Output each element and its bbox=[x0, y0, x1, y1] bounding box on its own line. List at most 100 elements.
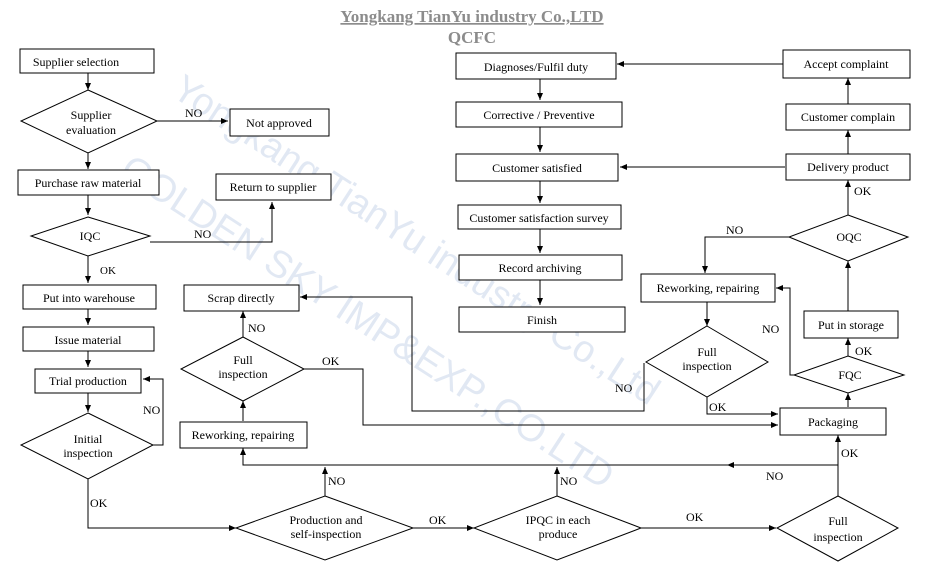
edge-initial-trial-no bbox=[143, 376, 164, 446]
node-not-approved-label: Not approved bbox=[246, 116, 312, 130]
label-eval-no: NO bbox=[185, 106, 203, 120]
page-subtitle: QCFC bbox=[448, 28, 496, 47]
node-diagnoses-label: Diagnoses/Fulfil duty bbox=[484, 60, 588, 74]
label-oqc-no: NO bbox=[726, 223, 744, 237]
node-return-to-supplier-label: Return to supplier bbox=[230, 180, 317, 194]
label-fqc-no: NO bbox=[762, 322, 780, 336]
label-iqc-ok: OK bbox=[100, 265, 116, 277]
node-production-self-label-2: self-inspection bbox=[291, 527, 362, 541]
node-satisfaction-survey-label: Customer satisfaction survey bbox=[469, 211, 608, 225]
node-return-to-supplier bbox=[215, 173, 332, 201]
node-full-inspection-bottom bbox=[775, 495, 900, 562]
node-ipqc bbox=[472, 495, 643, 561]
edge-initial-production-ok bbox=[87, 479, 236, 531]
edges bbox=[85, 61, 851, 531]
node-customer-complain-label: Customer complain bbox=[801, 110, 895, 124]
label-full-bottom-ok: OK bbox=[841, 446, 859, 460]
label-full-bottom-no: NO bbox=[766, 469, 784, 483]
node-accept-complaint bbox=[782, 49, 911, 79]
node-fqc-label: FQC bbox=[838, 368, 861, 382]
edge-oqc-reworkright-no bbox=[702, 236, 789, 273]
node-purchase-raw-material-label: Purchase raw material bbox=[35, 176, 142, 190]
label-iqc-no: NO bbox=[194, 227, 212, 241]
label-initial-no: NO bbox=[143, 403, 161, 417]
label-fqc-ok: OK bbox=[855, 344, 873, 358]
company-title: Yongkang TianYu industry Co.,LTD bbox=[340, 7, 603, 26]
edge-fullleft-packaging-ok bbox=[304, 368, 778, 428]
node-initial-inspection-label-1: Initial bbox=[74, 432, 103, 446]
label-oqc-ok: OK bbox=[854, 184, 872, 198]
node-full-inspection-left-label-2: inspection bbox=[218, 367, 267, 381]
node-record-archiving bbox=[458, 254, 623, 281]
node-put-into-warehouse bbox=[22, 284, 157, 310]
edge-iqc-return bbox=[150, 202, 275, 243]
node-full-inspection-bottom-label-1: Full bbox=[828, 514, 848, 528]
node-packaging-label: Packaging bbox=[808, 415, 858, 429]
node-packaging bbox=[779, 407, 887, 436]
node-full-inspection-mid-label-2: inspection bbox=[682, 359, 731, 373]
node-ipqc-label-2: produce bbox=[539, 527, 578, 541]
node-full-inspection-bottom-label-2: inspection bbox=[813, 530, 862, 544]
node-customer-satisfied bbox=[455, 153, 619, 182]
label-full-left-no: NO bbox=[248, 321, 266, 335]
node-corrective bbox=[455, 101, 623, 128]
node-supplier-evaluation-label-2: evaluation bbox=[66, 123, 116, 137]
node-trial-production-label: Trial production bbox=[49, 374, 127, 388]
node-supplier-selection bbox=[19, 48, 155, 74]
node-accept-complaint-label: Accept complaint bbox=[804, 57, 890, 71]
node-put-in-storage-label: Put in storage bbox=[818, 318, 884, 332]
edge-fqc-reworkright-no bbox=[776, 285, 802, 376]
node-fqc bbox=[792, 355, 906, 394]
node-supplier-evaluation bbox=[19, 89, 159, 154]
node-production-self-label-1: Production and bbox=[290, 513, 363, 527]
node-finish-label: Finish bbox=[527, 313, 557, 327]
node-full-inspection-left-label-1: Full bbox=[233, 353, 253, 367]
label-prod-ok: OK bbox=[429, 513, 447, 527]
node-oqc-label: OQC bbox=[836, 230, 861, 244]
node-initial-inspection-label-2: inspection bbox=[63, 446, 112, 460]
node-full-inspection-mid-label-1: Full bbox=[697, 345, 717, 359]
node-satisfaction-survey bbox=[457, 204, 622, 230]
node-iqc bbox=[29, 216, 152, 257]
node-put-in-storage bbox=[803, 310, 899, 339]
node-record-archiving-label: Record archiving bbox=[499, 261, 582, 275]
node-customer-satisfied-label: Customer satisfied bbox=[492, 161, 582, 175]
node-trial-production bbox=[34, 368, 142, 394]
edge-fullmid-scrap-no bbox=[300, 294, 645, 412]
label-full-left-ok: OK bbox=[322, 354, 340, 368]
label-ipqc-ok: OK bbox=[686, 510, 704, 524]
node-full-inspection-left bbox=[179, 336, 306, 402]
node-reworking-left bbox=[179, 421, 308, 449]
edge-labels: NO NO OK NO OK NO OK NO OK NO OK NO OK N… bbox=[90, 106, 873, 527]
node-finish bbox=[458, 306, 626, 333]
label-full-mid-no: NO bbox=[615, 381, 633, 395]
node-supplier-evaluation-label-1: Supplier bbox=[71, 108, 112, 122]
label-prod-no: NO bbox=[328, 474, 346, 488]
node-reworking-right bbox=[640, 273, 776, 303]
node-purchase-raw-material bbox=[17, 169, 160, 196]
node-not-approved bbox=[229, 108, 330, 137]
node-issue-material-label: Issue material bbox=[55, 333, 123, 347]
node-oqc bbox=[787, 214, 910, 262]
node-production-self-inspection bbox=[234, 495, 415, 561]
node-reworking-right-label: Reworking, repairing bbox=[657, 281, 760, 295]
node-delivery-product bbox=[785, 153, 911, 181]
node-put-into-warehouse-label: Put into warehouse bbox=[43, 291, 135, 305]
node-reworking-left-label: Reworking, repairing bbox=[192, 428, 295, 442]
node-full-inspection-mid bbox=[645, 325, 769, 398]
node-initial-inspection bbox=[19, 412, 155, 480]
edge-fullmid-packaging-ok bbox=[706, 397, 778, 417]
node-corrective-label: Corrective / Preventive bbox=[483, 108, 594, 122]
label-initial-ok: OK bbox=[90, 496, 108, 510]
node-ipqc-label-1: IPQC in each bbox=[526, 513, 591, 527]
node-diagnoses bbox=[455, 52, 617, 80]
node-scrap-directly bbox=[183, 284, 300, 312]
label-ipqc-no: NO bbox=[560, 474, 578, 488]
node-delivery-product-label: Delivery product bbox=[807, 160, 889, 174]
label-full-mid-ok: OK bbox=[709, 400, 727, 414]
node-supplier-selection-label: Supplier selection bbox=[33, 55, 119, 69]
node-iqc-label: IQC bbox=[80, 229, 101, 243]
node-customer-complain bbox=[785, 103, 911, 131]
nodes: Supplier selection Supplier evaluation N… bbox=[17, 48, 911, 562]
